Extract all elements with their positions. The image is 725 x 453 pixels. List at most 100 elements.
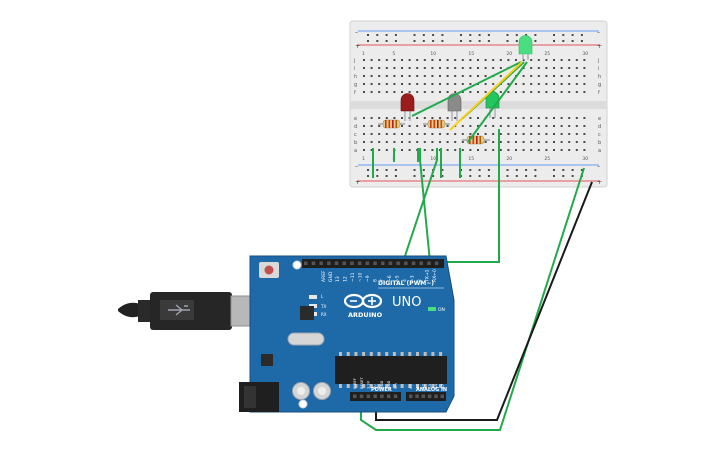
header-pin[interactable] (334, 261, 339, 266)
header-pin[interactable] (327, 261, 331, 266)
header-pin[interactable] (353, 394, 357, 399)
hole (484, 59, 487, 61)
analog-pin-label: A2 (421, 383, 426, 389)
hole (401, 149, 403, 151)
gnd-label: GND (328, 271, 334, 282)
hole (484, 133, 487, 135)
header-pin[interactable] (419, 261, 424, 266)
hole (423, 117, 426, 119)
header-pin[interactable] (342, 261, 347, 266)
header-pin[interactable] (373, 394, 377, 399)
hole (530, 75, 533, 77)
header-pin[interactable] (411, 261, 416, 266)
row-letter-right: d (598, 124, 601, 130)
header-pin[interactable] (319, 261, 323, 266)
digital-pin-label: 13 (335, 276, 341, 282)
hole (408, 67, 411, 69)
hole (454, 149, 457, 151)
rail-hole (394, 169, 397, 171)
hole (499, 91, 502, 93)
hole (484, 149, 487, 151)
rail-hole (413, 175, 416, 177)
resistor-1[interactable] (378, 119, 405, 129)
chip-pin (354, 352, 358, 356)
header-pin[interactable] (381, 261, 385, 266)
hole (522, 141, 525, 143)
hole (507, 83, 510, 85)
chip-pin (400, 352, 404, 356)
header-pin[interactable] (409, 394, 413, 399)
header-pin[interactable] (434, 394, 438, 399)
rail-hole (525, 169, 528, 171)
red-led[interactable] (400, 93, 415, 122)
hole (431, 59, 434, 61)
header-pin[interactable] (440, 394, 445, 399)
hole (393, 91, 396, 93)
hole (378, 125, 381, 127)
wire-yellow[interactable] (449, 61, 523, 131)
header-pin[interactable] (357, 261, 362, 266)
green-led-top[interactable] (518, 35, 533, 60)
hole (515, 59, 517, 61)
uno-model-text: UNO (392, 295, 421, 310)
header-pin[interactable] (404, 261, 408, 266)
digital-pin-label: 7 (380, 279, 386, 282)
resistor-2[interactable] (423, 119, 450, 129)
hole (568, 149, 571, 151)
rail-hole (515, 34, 518, 36)
wire-to-pin-3[interactable] (440, 129, 500, 263)
reset-button-cap[interactable] (264, 265, 274, 275)
header-pin[interactable] (365, 261, 370, 266)
rail-hole (487, 34, 490, 36)
header-pin[interactable] (427, 394, 432, 399)
hole (484, 67, 487, 69)
hole (401, 59, 403, 61)
header-pin[interactable] (350, 261, 354, 266)
header-pin[interactable] (393, 394, 398, 399)
hole (560, 149, 563, 151)
wire-green-diag-1[interactable] (411, 61, 522, 117)
header-pin[interactable] (427, 261, 431, 266)
header-pin[interactable] (304, 261, 308, 266)
wire-green-diag-3[interactable] (467, 61, 528, 143)
analog-label: ANALOG IN (416, 387, 447, 393)
rail-hole (506, 40, 509, 42)
hole (484, 141, 487, 143)
header-pin[interactable] (387, 394, 391, 399)
rail-plus-left-top: + (355, 43, 360, 50)
analog-header (406, 392, 446, 401)
hole (499, 75, 502, 77)
header-pin[interactable] (359, 394, 364, 399)
row-letter-right: c (598, 132, 601, 138)
header-pin[interactable] (373, 261, 377, 266)
digital-pin-label: ~3 (410, 275, 416, 282)
header-pin[interactable] (396, 261, 400, 266)
row-letter-left: d (354, 124, 357, 130)
hole (553, 59, 555, 61)
header-pin[interactable] (388, 261, 393, 266)
hole (439, 91, 441, 93)
wire-to-pin-2[interactable] (419, 148, 431, 263)
header-pin[interactable] (434, 261, 439, 266)
header-pin[interactable] (421, 394, 426, 399)
rail-hole (525, 34, 528, 36)
header-pin[interactable] (311, 261, 316, 266)
wire-to-pin-1[interactable] (402, 148, 438, 263)
chip-pin (439, 384, 443, 388)
hole (393, 75, 396, 77)
chip-pin (431, 384, 435, 388)
header-pin[interactable] (415, 394, 419, 399)
hole (370, 141, 373, 143)
hole (385, 59, 388, 61)
header-pin[interactable] (380, 394, 384, 399)
hole (439, 117, 441, 119)
header-pin[interactable] (366, 394, 371, 399)
hole (515, 149, 517, 151)
hole (423, 125, 426, 127)
hole (378, 133, 381, 135)
hole (553, 133, 555, 135)
rail-hole (413, 169, 416, 171)
rail-hole (469, 175, 472, 177)
hole (575, 117, 578, 119)
rail-hole (478, 40, 481, 42)
